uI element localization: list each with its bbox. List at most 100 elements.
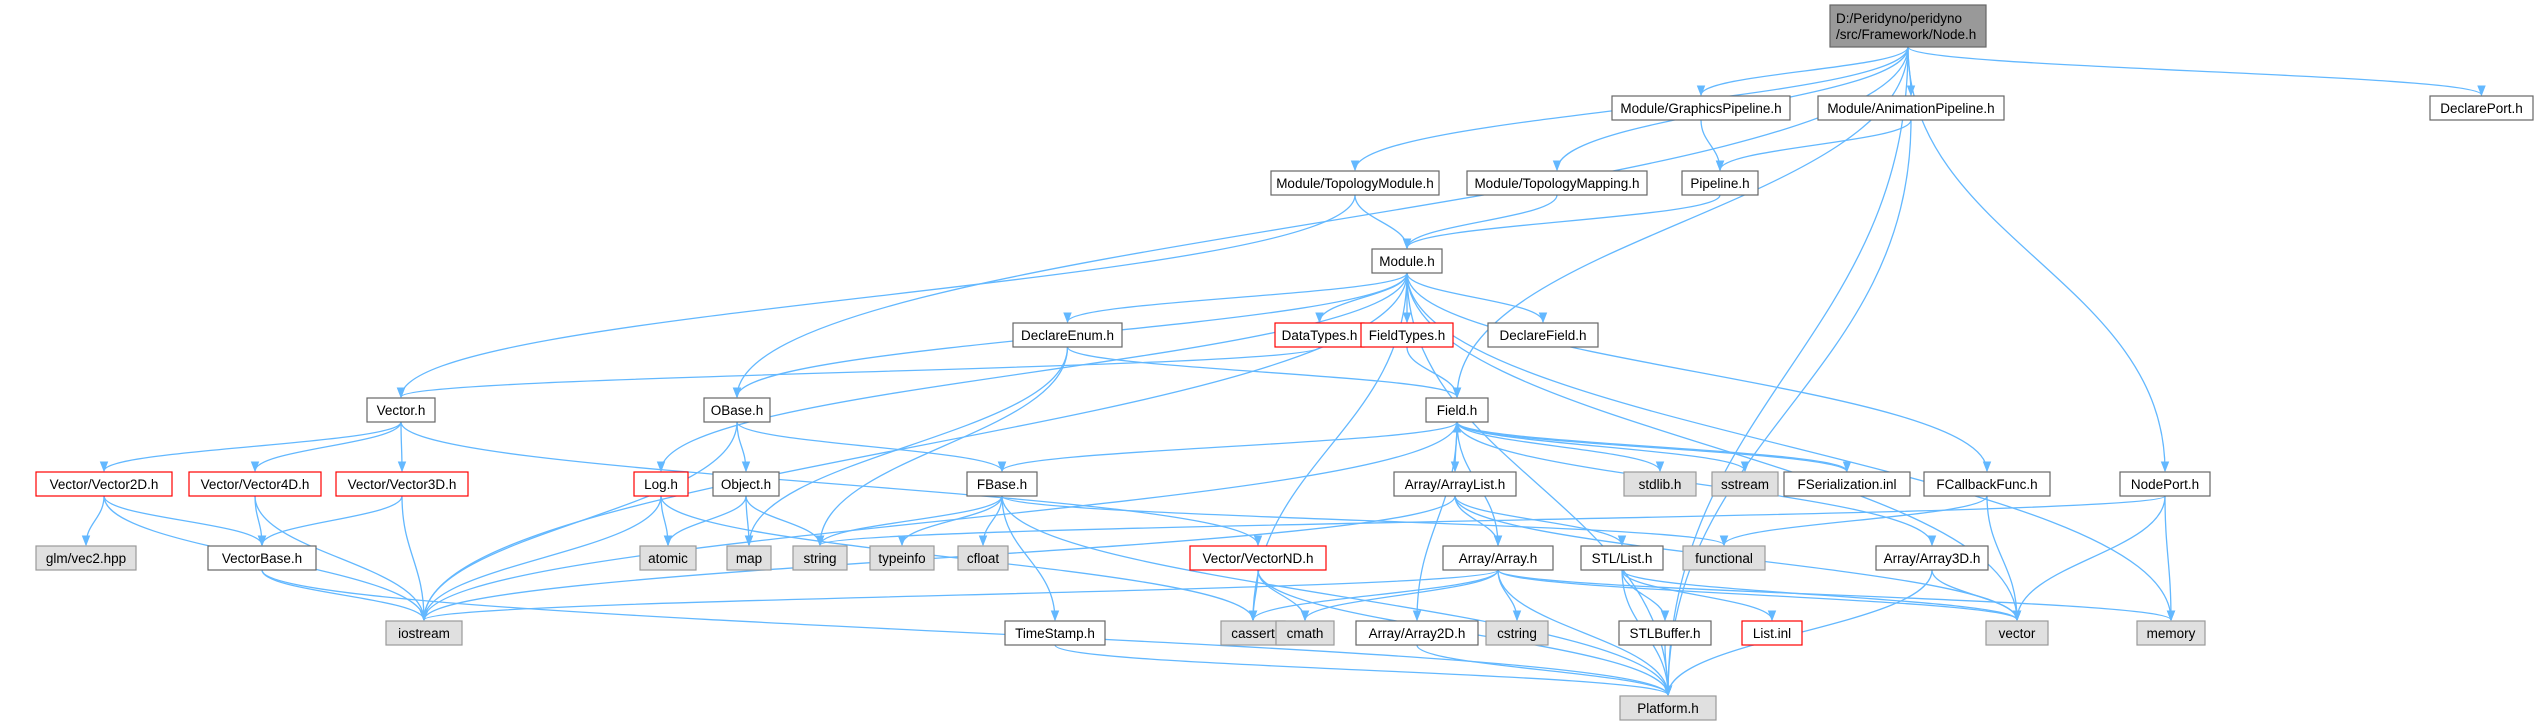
edge-object-to-map	[744, 495, 754, 547]
node-box	[703, 397, 771, 423]
node-atomic[interactable]: atomic	[639, 545, 697, 571]
node-list-inl[interactable]: List.inl	[1741, 620, 1803, 646]
node-cassert[interactable]: cassert	[1220, 620, 1286, 646]
node-topology-mapping[interactable]: Module/TopologyMapping.h	[1466, 170, 1648, 196]
node-box	[1985, 620, 2049, 646]
node-declare-enum[interactable]: DeclareEnum.h	[1012, 322, 1123, 348]
node-label: Array/ArrayList.h	[1405, 477, 1506, 492]
edge-module-to-declare_enum	[1063, 272, 1408, 324]
node-box	[35, 545, 137, 571]
node-vector[interactable]: Vector.h	[366, 397, 436, 423]
node-stl-buffer[interactable]: STLBuffer.h	[1618, 620, 1712, 646]
node-object[interactable]: Object.h	[712, 471, 780, 497]
node-field[interactable]: Field.h	[1425, 397, 1489, 423]
node-memory[interactable]: memory	[2136, 620, 2206, 646]
node-label: List.inl	[1753, 626, 1791, 641]
edge-module-to-fcallback	[1406, 272, 1992, 473]
node-box	[2136, 620, 2206, 646]
edge-fcallback-to-functional	[1719, 495, 1988, 547]
node-box	[1829, 4, 1987, 48]
node-functional[interactable]: functional	[1682, 545, 1766, 571]
edge-module-to-log	[656, 272, 1408, 473]
node-box	[2119, 471, 2211, 497]
node-label: DataTypes.h	[1282, 328, 1358, 343]
node-module[interactable]: Module.h	[1371, 248, 1443, 274]
node-array2d[interactable]: Array/Array2D.h	[1355, 620, 1479, 646]
node-vector4d[interactable]: Vector/Vector4D.h	[188, 471, 322, 497]
node-topology-module[interactable]: Module/TopologyModule.h	[1270, 170, 1440, 196]
node-array3d[interactable]: Array/Array3D.h	[1875, 545, 1989, 571]
node-box	[1355, 620, 1479, 646]
node-data-types[interactable]: DataTypes.h	[1274, 322, 1365, 348]
node-animation-pipeline[interactable]: Module/AnimationPipeline.h	[1817, 95, 2005, 121]
node-box	[1189, 545, 1327, 571]
node-cstring[interactable]: cstring	[1485, 620, 1549, 646]
node-box	[1012, 322, 1123, 348]
edge-field-to-sstream	[1456, 421, 1750, 473]
edge-pipeline-to-module	[1402, 194, 1721, 250]
node-log[interactable]: Log.h	[633, 471, 689, 497]
edge-fbase-to-string	[815, 495, 1003, 547]
node-label: DeclareField.h	[1499, 328, 1586, 343]
node-declare-port[interactable]: DeclarePort.h	[2429, 95, 2534, 121]
node-node-port[interactable]: NodePort.h	[2119, 471, 2211, 497]
node-array[interactable]: Array/Array.h	[1442, 545, 1554, 571]
node-node-h[interactable]: D:/Peridyno/peridyno/src/Framework/Node.…	[1829, 4, 1987, 48]
edge-topology_mapping-to-module	[1402, 194, 1558, 250]
node-box	[1004, 620, 1106, 646]
node-box	[957, 545, 1009, 571]
edge-array-to-std_vector	[1497, 569, 2022, 622]
node-label: Pipeline.h	[1690, 176, 1749, 191]
edge-field_types-to-field	[1406, 346, 1462, 399]
node-box	[1274, 322, 1365, 348]
node-iostream[interactable]: iostream	[385, 620, 463, 646]
node-platform[interactable]: Platform.h	[1619, 695, 1717, 721]
node-label: Field.h	[1437, 403, 1478, 418]
node-vector2d[interactable]: Vector/Vector2D.h	[35, 471, 173, 497]
node-cmath[interactable]: cmath	[1275, 620, 1335, 646]
node-graphics-pipeline[interactable]: Module/GraphicsPipeline.h	[1611, 95, 1791, 121]
node-fbase[interactable]: FBase.h	[966, 471, 1038, 497]
node-map[interactable]: map	[726, 545, 772, 571]
node-label: iostream	[398, 626, 450, 641]
node-std-vector[interactable]: vector	[1985, 620, 2049, 646]
node-label: Module/TopologyModule.h	[1276, 176, 1434, 191]
node-box	[1371, 248, 1443, 274]
edge-animation_pipeline-to-pipeline	[1715, 119, 1912, 172]
edge-data_types-to-vector	[396, 346, 1321, 399]
node-vector3d[interactable]: Vector/Vector3D.h	[335, 471, 469, 497]
node-box	[1393, 471, 1517, 497]
node-label: D:/Peridyno/peridyno	[1836, 11, 1962, 26]
node-label: atomic	[648, 551, 688, 566]
node-typeinfo[interactable]: typeinfo	[869, 545, 935, 571]
node-stl-list[interactable]: STL/List.h	[1580, 545, 1664, 571]
node-box	[1275, 620, 1335, 646]
node-box	[1487, 322, 1599, 348]
edge-fbase-to-timestamp	[1001, 495, 1060, 622]
nodes-layer: D:/Peridyno/peridyno/src/Framework/Node.…	[35, 4, 2534, 721]
node-string[interactable]: string	[792, 545, 848, 571]
node-vector-base[interactable]: VectorBase.h	[207, 545, 317, 571]
node-pipeline[interactable]: Pipeline.h	[1681, 170, 1759, 196]
node-timestamp[interactable]: TimeStamp.h	[1004, 620, 1106, 646]
node-label: VectorBase.h	[222, 551, 302, 566]
node-stdlib[interactable]: stdlib.h	[1623, 471, 1697, 497]
node-label: DeclareEnum.h	[1021, 328, 1114, 343]
node-fcallback[interactable]: FCallbackFunc.h	[1923, 471, 2051, 497]
node-label: Module.h	[1379, 254, 1435, 269]
node-label: cfloat	[967, 551, 1000, 566]
node-box	[1485, 620, 1549, 646]
node-glm-vec2[interactable]: glm/vec2.hpp	[35, 545, 137, 571]
node-vector-nd[interactable]: Vector/VectorND.h	[1189, 545, 1327, 571]
node-declare-field[interactable]: DeclareField.h	[1487, 322, 1599, 348]
node-array-list[interactable]: Array/ArrayList.h	[1393, 471, 1517, 497]
edge-stl_buffer-to-platform	[1663, 644, 1673, 697]
node-cfloat[interactable]: cfloat	[957, 545, 1009, 571]
edge-array-to-cassert	[1248, 569, 1499, 622]
node-box	[1619, 695, 1717, 721]
node-sstream[interactable]: sstream	[1711, 471, 1779, 497]
node-label: string	[803, 551, 836, 566]
node-fserialization[interactable]: FSerialization.inl	[1783, 471, 1911, 497]
node-field-types[interactable]: FieldTypes.h	[1360, 322, 1454, 348]
node-obase[interactable]: OBase.h	[703, 397, 771, 423]
